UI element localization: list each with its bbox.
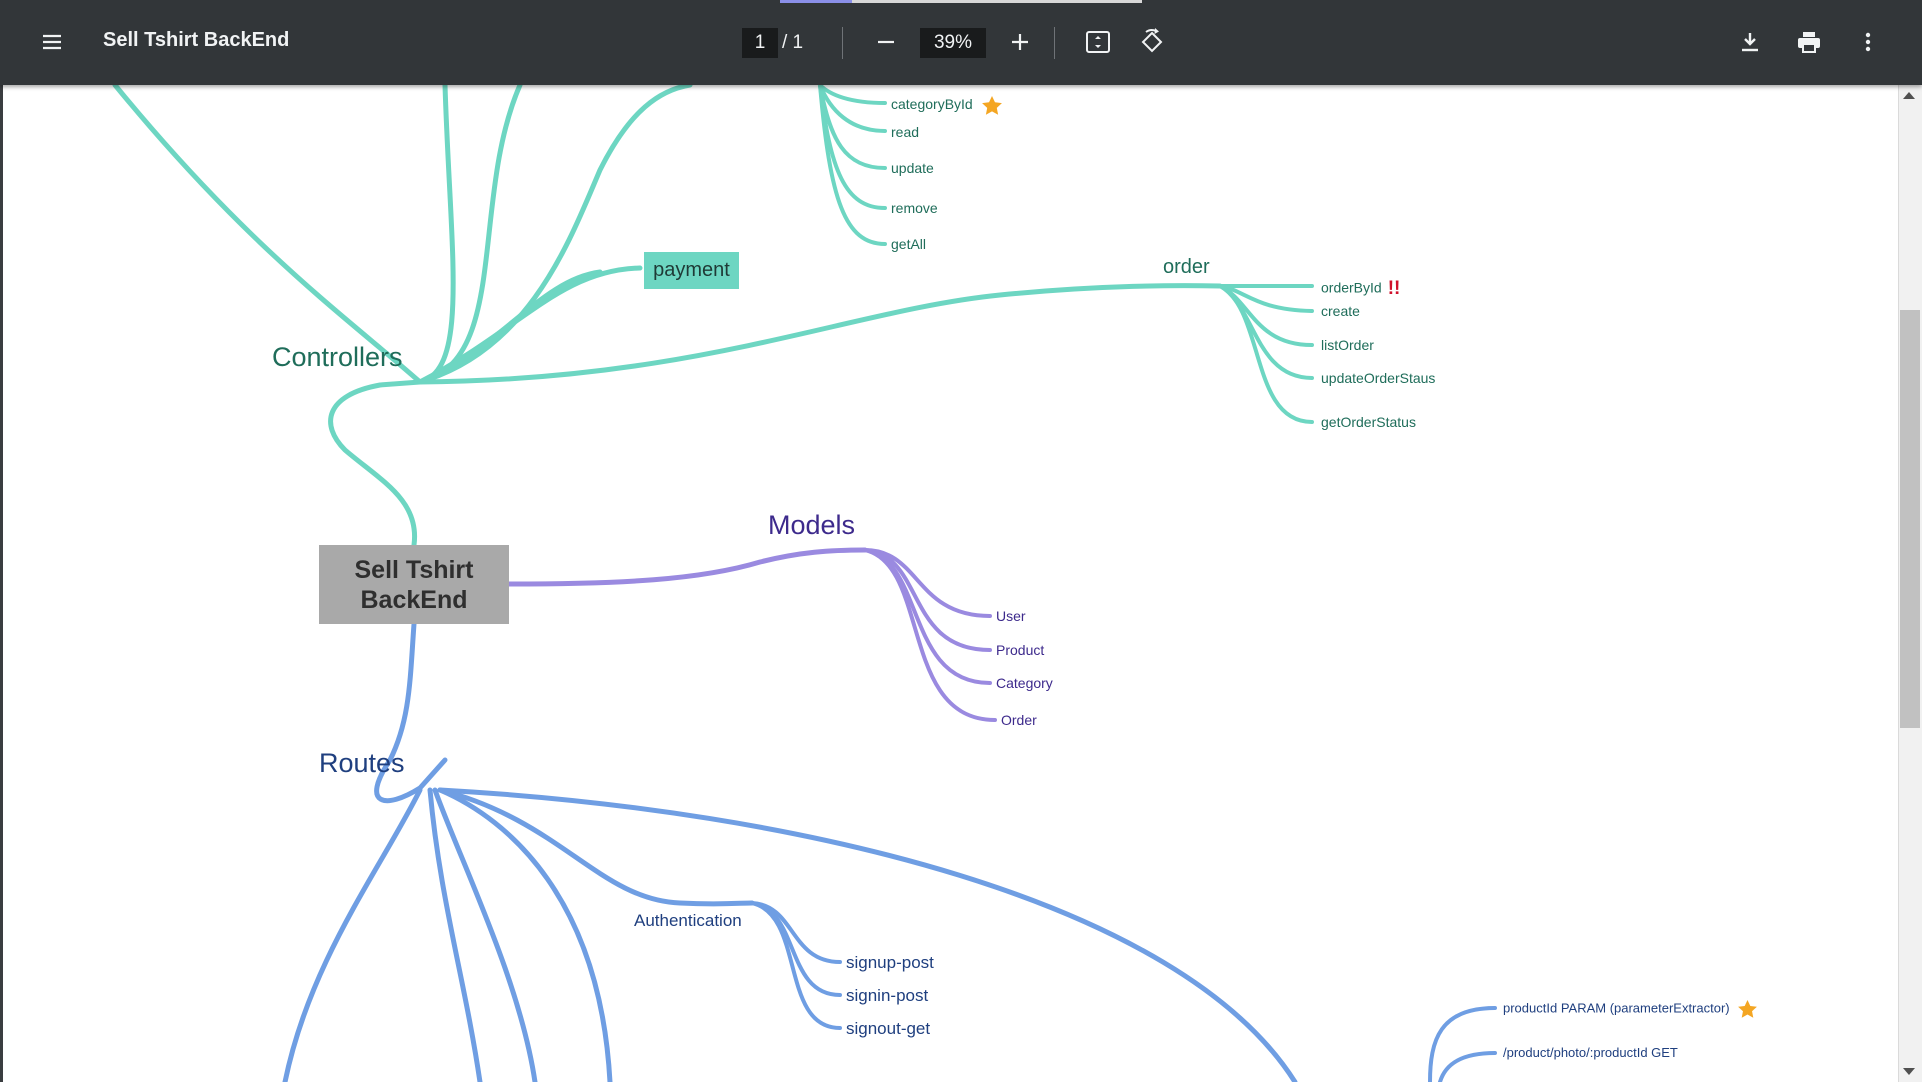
connector-routes-down3 — [437, 787, 613, 1082]
connector-routes-product — [437, 787, 1298, 1082]
zoom-out-button[interactable] — [864, 20, 908, 64]
node-orderbyid: orderById!! — [1321, 278, 1400, 300]
connector-controllers-order — [417, 283, 1223, 385]
rotate-icon — [1141, 28, 1163, 53]
fit-page-button[interactable] — [1076, 20, 1120, 64]
print-button[interactable] — [1787, 20, 1831, 64]
connector-routes-down2 — [432, 787, 538, 1082]
connector-product-photo — [1438, 1051, 1497, 1082]
node-update: update — [891, 160, 934, 176]
connector-routes-left — [282, 787, 423, 1082]
connector-root-routes — [374, 621, 448, 804]
node-create: create — [1321, 303, 1360, 319]
connector-routes-auth — [437, 787, 755, 907]
connector-productid-param — [1428, 1006, 1497, 1082]
connector-controllers-upleft — [112, 82, 423, 385]
scroll-up-arrow-icon[interactable] — [1903, 92, 1915, 99]
minus-icon — [878, 40, 894, 44]
node-label: categoryById — [891, 96, 973, 113]
toolbar-divider — [1054, 27, 1055, 59]
connector-root-controllers — [328, 379, 423, 548]
node-productid-param: productId PARAM (parameterExtractor) — [1503, 1000, 1758, 1018]
load-progress-fill — [780, 0, 852, 3]
page-number-input[interactable]: 1 — [742, 28, 778, 58]
node-getall: getAll — [891, 236, 927, 252]
connector-controllers-up2 — [417, 82, 523, 385]
menu-icon — [43, 34, 61, 50]
node-order-controller: order — [1163, 256, 1210, 278]
download-button[interactable] — [1728, 20, 1772, 64]
connector-routes-down1 — [427, 787, 483, 1082]
connector-create — [1218, 284, 1314, 313]
connector-root-models — [506, 547, 868, 587]
fit-page-icon — [1086, 31, 1110, 53]
connector-product — [863, 548, 992, 652]
pdf-toolbar: Sell Tshirt BackEnd 1 / 1 39% — [0, 0, 1922, 85]
node-remove: remove — [891, 200, 938, 216]
branch-models: Models — [768, 510, 856, 540]
connector-controllers-payment2 — [417, 269, 603, 385]
download-icon — [1742, 33, 1758, 52]
node-getorderstatus: getOrderStatus — [1321, 414, 1416, 430]
branch-routes: Routes — [319, 748, 405, 778]
node-authentication: Authentication — [634, 911, 742, 930]
node-model-product: Product — [996, 642, 1045, 658]
page-total: / 1 — [782, 32, 804, 53]
node-model-order: Order — [1001, 712, 1037, 728]
more-vert-icon — [1865, 32, 1871, 52]
print-icon — [1798, 32, 1820, 53]
scrollbar-thumb[interactable] — [1900, 310, 1920, 728]
node-signin-post: signin-post — [846, 986, 929, 1005]
star-icon — [1738, 1000, 1758, 1018]
menu-button[interactable] — [30, 20, 74, 64]
node-signup-post: signup-post — [846, 953, 934, 972]
connector-signout — [750, 901, 842, 1030]
more-options-button[interactable] — [1846, 20, 1890, 64]
node-read: read — [891, 124, 920, 140]
node-model-category: Category — [996, 675, 1053, 691]
node-categorybyid: categoryById — [891, 96, 1002, 115]
load-progress-bar — [780, 0, 1142, 3]
scroll-down-arrow-icon[interactable] — [1903, 1068, 1915, 1075]
zoom-level-input[interactable]: 39% — [920, 28, 986, 58]
connector-controllers-category — [417, 82, 693, 385]
node-label: productId PARAM (parameterExtractor) — [1503, 1000, 1730, 1016]
branch-controllers: Controllers — [272, 342, 403, 372]
priority-marker-icon: !! — [1387, 278, 1401, 299]
zoom-in-button[interactable] — [998, 20, 1042, 64]
plus-icon — [1012, 34, 1028, 50]
connector-controllers-up1 — [417, 82, 456, 385]
page-left-border — [0, 85, 3, 1082]
connector-getall — [818, 83, 887, 246]
node-label: orderById — [1321, 279, 1382, 296]
toolbar-divider — [842, 27, 843, 59]
node-product-photo-get: /product/photo/:productId GET — [1503, 1045, 1678, 1060]
document-title: Sell Tshirt BackEnd — [103, 29, 290, 51]
rotate-button[interactable] — [1130, 20, 1174, 64]
star-icon — [981, 96, 1002, 115]
node-signout-get: signout-get — [846, 1019, 931, 1038]
node-model-user: User — [996, 608, 1026, 624]
node-updateorderstaus: updateOrderStaus — [1321, 370, 1436, 386]
node-listorder: listOrder — [1321, 337, 1374, 353]
connector-order-model — [863, 548, 997, 722]
connector-getorderstatus — [1218, 284, 1314, 424]
node-payment: payment — [644, 252, 739, 289]
